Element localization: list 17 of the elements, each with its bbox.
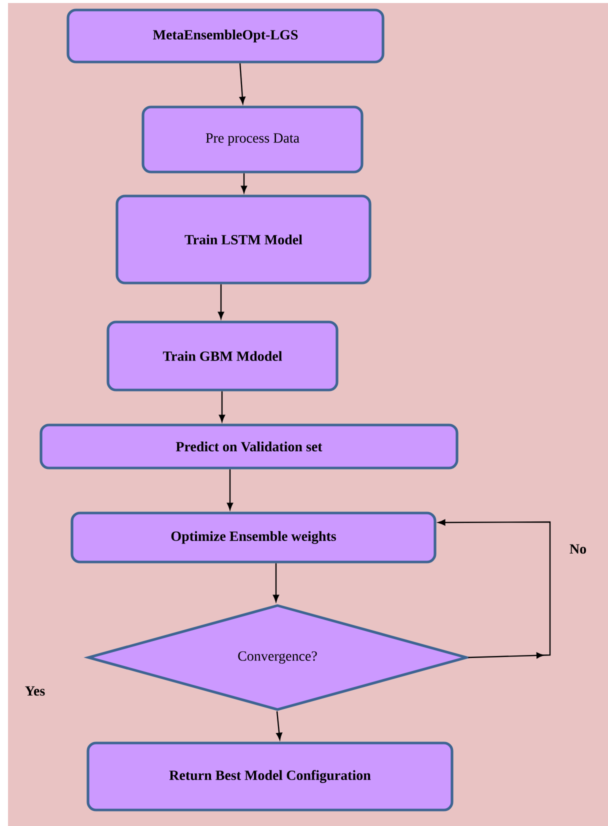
process-box: Train GBM Mdodel — [106, 320, 338, 392]
arrow — [276, 711, 282, 740]
process-box: Train LSTM Model — [116, 194, 372, 284]
arrow — [226, 469, 234, 510]
arrow — [438, 519, 551, 658]
branch-label: Yes — [25, 686, 45, 696]
arrow — [240, 173, 248, 193]
process-box: MetaEnsembleOpt-LGS — [66, 8, 384, 64]
process-box: Pre process Data — [142, 106, 364, 174]
arrow — [218, 391, 226, 422]
process-box: Optimize Ensemble weights — [70, 512, 436, 564]
process-box: Return Best Model Configuration — [86, 742, 454, 812]
arrow — [272, 563, 280, 602]
edge-label: No — [570, 544, 586, 554]
arrow — [218, 284, 224, 319]
arrow — [239, 63, 246, 104]
process-box: Predict on Validation set — [40, 424, 458, 470]
